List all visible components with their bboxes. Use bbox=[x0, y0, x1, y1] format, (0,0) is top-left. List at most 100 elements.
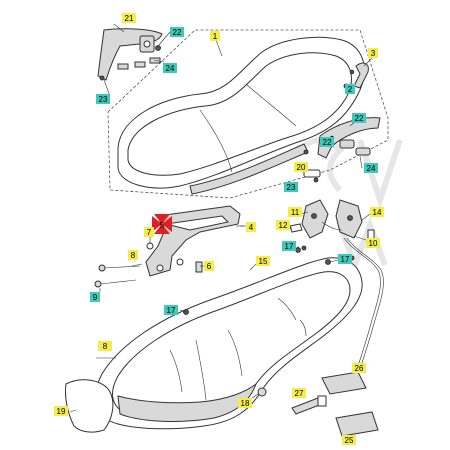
callout-17b: 17 bbox=[338, 254, 352, 264]
diagram-stroke: 17 bbox=[285, 242, 294, 251]
diagram-stroke: 3 bbox=[371, 49, 376, 58]
diagram-stroke bbox=[353, 62, 369, 89]
diagram-stroke: 1 bbox=[213, 32, 218, 41]
diagram-stroke bbox=[134, 61, 146, 68]
callout-14: 14 bbox=[370, 207, 384, 217]
diagram-stroke: 2 bbox=[348, 85, 353, 94]
diagram-stroke bbox=[347, 215, 353, 221]
pad-lower bbox=[335, 411, 379, 437]
diagram-stroke: 22 bbox=[173, 28, 182, 37]
diagram-stroke: 23 bbox=[287, 183, 296, 192]
callout-5: 5 bbox=[160, 221, 165, 230]
diagram-stroke bbox=[288, 207, 302, 217]
diagram-stroke bbox=[164, 305, 178, 315]
callout-10: 10 bbox=[366, 238, 380, 248]
diagram-stroke bbox=[199, 109, 233, 173]
diagram-stroke: 15 bbox=[259, 257, 268, 266]
diagram-stroke bbox=[345, 84, 355, 94]
diagram-stroke bbox=[176, 258, 184, 266]
diagram-stroke bbox=[179, 309, 187, 313]
diagram-stroke bbox=[157, 31, 171, 47]
diagram-stroke: 27 bbox=[295, 389, 304, 398]
diagram-stroke bbox=[320, 137, 334, 147]
diagram-stroke bbox=[282, 241, 296, 251]
diagram-stroke bbox=[321, 221, 343, 231]
diagram-stroke bbox=[144, 227, 154, 237]
callout-22a: 22 bbox=[170, 27, 184, 37]
seat bbox=[117, 36, 365, 195]
callout-12: 12 bbox=[276, 220, 290, 230]
diagram-stroke bbox=[317, 395, 327, 407]
callout-19: 19 bbox=[54, 406, 68, 416]
callout-23b: 23 bbox=[284, 182, 298, 192]
diagram-stroke bbox=[352, 363, 366, 373]
diagram-stroke bbox=[143, 40, 151, 48]
diagram-stroke bbox=[276, 220, 290, 230]
callout-17a: 17 bbox=[282, 241, 296, 251]
diagram-stroke bbox=[215, 39, 223, 57]
diagram-stroke: 14 bbox=[373, 208, 382, 217]
diagram-stroke bbox=[329, 259, 339, 263]
diagram-stroke bbox=[210, 31, 220, 41]
diagram-stroke: 21 bbox=[125, 14, 134, 23]
callout-20: 20 bbox=[294, 162, 308, 172]
diagram-stroke bbox=[169, 349, 183, 393]
diagram-stroke bbox=[301, 245, 307, 251]
diagram-stroke: 22 bbox=[355, 114, 364, 123]
diagram-stroke: 9 bbox=[93, 293, 98, 302]
front-cover bbox=[65, 379, 114, 433]
callout-8: 8 bbox=[128, 250, 138, 260]
diagram-stroke bbox=[359, 155, 363, 169]
diagram-stroke: 6 bbox=[207, 262, 212, 271]
diagram-stroke: 8 bbox=[103, 342, 108, 351]
callout-7: 7 bbox=[144, 227, 154, 237]
diagram-stroke bbox=[195, 339, 207, 401]
callout-21: 21 bbox=[122, 13, 136, 23]
callout-22c: 22 bbox=[320, 137, 334, 147]
diagram-stroke bbox=[195, 261, 203, 273]
diagram-stroke: 22 bbox=[323, 138, 332, 147]
diagram-stroke bbox=[170, 27, 184, 37]
diagram-stroke bbox=[256, 256, 270, 266]
diagram-stroke bbox=[251, 393, 259, 399]
diagram-stroke bbox=[352, 113, 366, 123]
diagram-stroke bbox=[338, 254, 352, 264]
diagram-stroke bbox=[98, 341, 112, 351]
diagram-stroke bbox=[54, 406, 68, 416]
diagram-stroke bbox=[342, 435, 356, 445]
callout-3: 3 bbox=[368, 48, 378, 58]
diagram-stroke bbox=[152, 216, 162, 232]
seat-lock-cable bbox=[343, 237, 381, 373]
diagram-stroke bbox=[238, 398, 252, 408]
diagram-stroke bbox=[363, 57, 373, 67]
diagram-stroke: 20 bbox=[297, 163, 306, 172]
diagram-stroke bbox=[297, 137, 345, 193]
diagram-stroke: 4 bbox=[249, 223, 254, 232]
callout-18: 18 bbox=[238, 398, 252, 408]
diagram-stroke bbox=[366, 238, 380, 248]
callout-26: 26 bbox=[352, 363, 366, 373]
hinge-fasteners bbox=[99, 45, 161, 81]
callout-15: 15 bbox=[256, 256, 270, 266]
tool bbox=[291, 395, 327, 415]
diagram-stroke bbox=[117, 63, 129, 70]
diagram-stroke bbox=[353, 235, 367, 241]
diagram-stroke: 17 bbox=[167, 306, 176, 315]
diagram-stroke bbox=[246, 222, 256, 232]
diagram-stroke bbox=[357, 139, 403, 210]
seat-lock-cable-inner bbox=[346, 237, 384, 373]
diagram-stroke: 24 bbox=[166, 64, 175, 73]
diagram-stroke bbox=[303, 149, 309, 155]
diagram-stroke bbox=[131, 263, 143, 267]
diagram-stroke: 12 bbox=[279, 221, 288, 230]
callout-1: 1 bbox=[210, 31, 220, 41]
diagram-stroke bbox=[99, 279, 137, 285]
diagram-stroke bbox=[153, 59, 165, 63]
diagram-stroke: 24 bbox=[367, 164, 376, 173]
diagram-stroke bbox=[94, 280, 102, 288]
diagram-stroke bbox=[227, 329, 243, 377]
diagram-stroke bbox=[154, 224, 170, 234]
position-marker bbox=[152, 214, 172, 234]
pad-upper bbox=[321, 371, 367, 395]
